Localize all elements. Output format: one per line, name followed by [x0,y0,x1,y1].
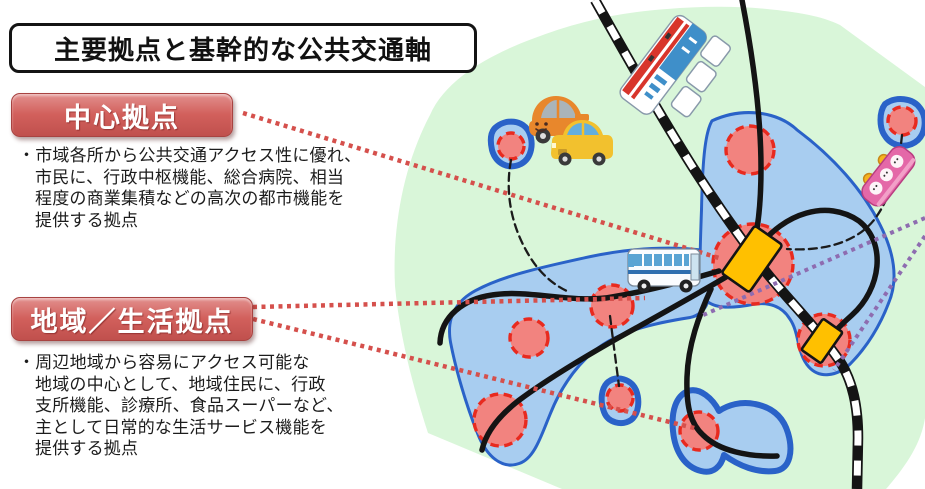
hub-circle [508,317,550,359]
local-hub-connector [252,295,646,310]
local-life-hub-badge-label: 地域／生活拠点 [30,306,234,337]
center-hub-badge-label: 中心拠点 [64,102,180,133]
station-marker [800,318,844,364]
hub-circle [496,131,526,161]
central-station-marker [721,225,783,293]
hub-circle [724,124,776,176]
community-bus-icon [861,146,916,207]
purple-connector [700,216,925,318]
center-hub-connector [242,110,720,261]
local-life-hub-badge: 地域／生活拠点 [11,297,253,341]
hub-circle [589,283,635,329]
purple-connector [832,234,925,372]
page-title-text: 主要拠点と基幹的な公共交通軸 [53,34,432,65]
train-icon [619,14,731,118]
label-connector-lines [242,110,925,432]
bus-icon [627,248,701,293]
center-hub-badge: 中心拠点 [11,93,233,137]
center-hub-description: ・市域各所から公共交通アクセス性に優れ、 市民に、行政中枢機能、総合病院、相当 … [18,146,362,230]
station-markers [721,225,844,364]
hub-circle [886,105,918,137]
taxi-icon [551,114,613,166]
page-title: 主要拠点と基幹的な公共交通軸 [9,23,477,73]
local-life-hub-description: ・周辺地域から容易にアクセス可能な 地域の中心として、地域住民に、行政 支所機能… [18,353,344,458]
